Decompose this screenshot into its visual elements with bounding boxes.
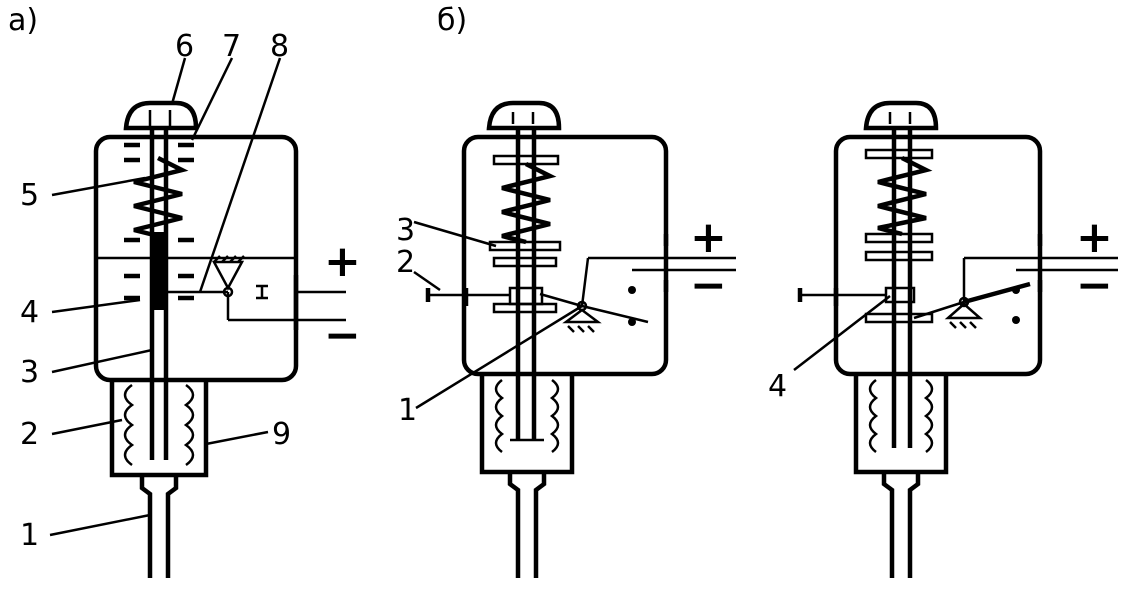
label-a-4: 4	[20, 295, 39, 330]
label-a-2: 2	[20, 417, 39, 452]
capillary-right	[165, 475, 179, 578]
spring-b1	[501, 161, 557, 245]
adjust-knob	[123, 100, 199, 131]
panel-a-title: а)	[8, 3, 38, 38]
label-b-1: 1	[398, 393, 417, 428]
plus-terminal-b1: +	[690, 212, 727, 263]
label-a-1: 1	[20, 518, 39, 553]
lever-b1	[581, 304, 649, 324]
minus-terminal-b1: −	[690, 260, 727, 311]
label-b-2: 2	[396, 245, 415, 280]
label-a-9: 9	[272, 417, 291, 452]
bellows-right	[183, 383, 195, 467]
label-a-5: 5	[20, 178, 39, 213]
label-a-8: 8	[270, 29, 289, 64]
label-b-3: 3	[396, 213, 415, 248]
bellows-chamber	[109, 380, 209, 478]
plus-terminal-b2: +	[1076, 212, 1113, 263]
minus-terminal-a: −	[324, 310, 361, 361]
label-a-7: 7	[222, 29, 241, 64]
label-a-3: 3	[20, 355, 39, 390]
label-b-4: 4	[768, 369, 787, 404]
panel-b-left: б) + −	[396, 3, 736, 578]
pivot-support	[211, 260, 245, 291]
panel-b-right: + − 4	[768, 100, 1118, 578]
adjust-knob-b2	[863, 100, 939, 131]
panel-b-title: б)	[437, 3, 467, 38]
spring-b2	[877, 155, 933, 237]
plus-terminal-a: +	[324, 236, 361, 287]
bellows-chamber-b1	[479, 374, 575, 475]
spring-cap-b1	[488, 240, 562, 252]
leader-lines-a	[49, 57, 282, 537]
pivot-support-b1	[562, 308, 602, 324]
label-a-6: 6	[175, 29, 194, 64]
cam-b1	[508, 286, 544, 306]
lever-b2	[963, 281, 1031, 305]
housing-b2	[833, 134, 1043, 377]
capillary-left	[139, 475, 153, 578]
spring	[133, 155, 189, 239]
housing-b1	[461, 134, 669, 377]
spring-cap-top-b1	[492, 154, 560, 166]
panel-a: а) + −	[8, 3, 361, 578]
guide-ticks	[124, 142, 194, 301]
bellows-left	[123, 383, 135, 467]
minus-terminal-b2: −	[1076, 260, 1113, 311]
adjust-knob-b1	[486, 100, 562, 131]
stem-insert	[152, 232, 166, 310]
housing	[93, 134, 299, 383]
